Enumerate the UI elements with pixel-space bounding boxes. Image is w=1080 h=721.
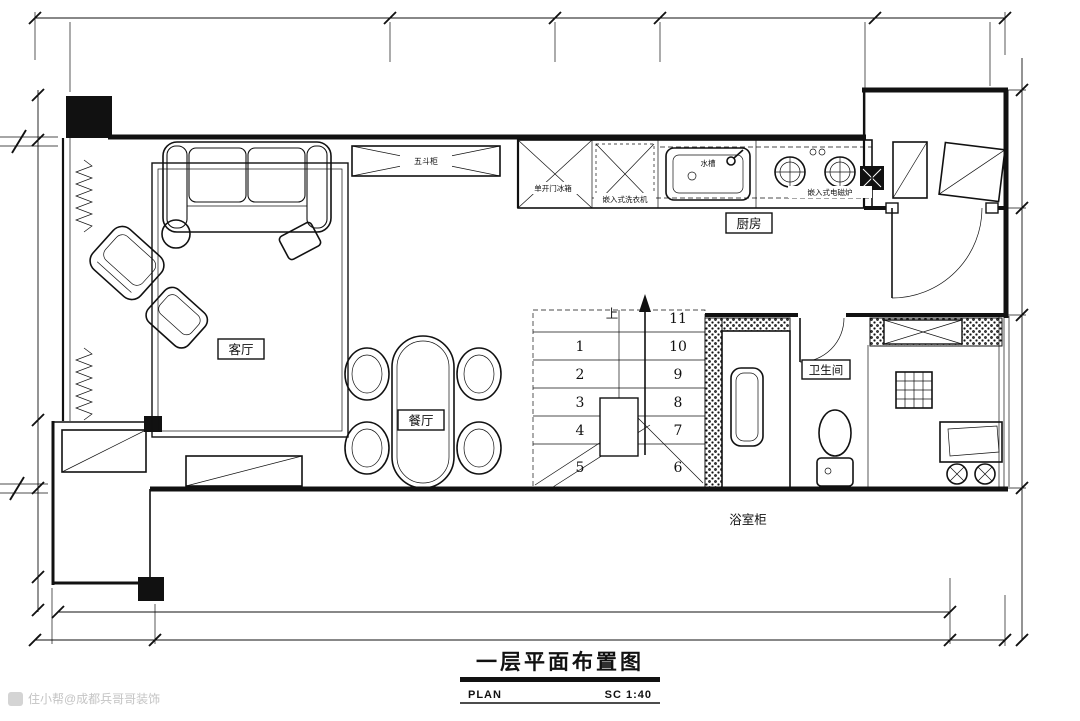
washing-machine: 嵌入式洗衣机: [594, 143, 656, 205]
refrigerator: 单开门冰箱: [517, 139, 593, 209]
entry-area: [891, 141, 1006, 299]
tiled-wall: [721, 317, 791, 332]
kitchen-label-box: [725, 212, 773, 234]
dining-area: 餐厅: [344, 335, 502, 489]
title-underline: [460, 677, 660, 682]
stair-landing: [599, 397, 639, 457]
chest-of-drawers: 五斗柜: [351, 145, 501, 177]
living-room-label: 客厅: [228, 342, 253, 357]
bathroom-label-box: [801, 359, 851, 380]
tv-cabinet: [185, 455, 303, 487]
drawing-title: 一层平面布置图: [476, 650, 644, 674]
ottoman: [161, 219, 191, 249]
stair-number: 11: [669, 311, 687, 327]
curtain-symbols: [75, 159, 93, 421]
vanity-label: 浴室柜: [729, 512, 767, 527]
column-bay-junction: [144, 416, 162, 432]
bay-window: [61, 429, 147, 473]
stair-number: 10: [669, 339, 687, 355]
dining-label: 餐厅: [408, 413, 433, 428]
tall-cabinet: [892, 141, 928, 199]
kitchen-label: 厨房: [736, 216, 761, 231]
shower-room: [721, 330, 791, 490]
entry-door: [891, 207, 983, 299]
stair-number: 3: [576, 395, 585, 411]
stair-number: 1: [576, 339, 585, 355]
cooktop-label: 嵌入式电磁炉: [808, 187, 853, 197]
kitchen-counter: [517, 139, 873, 209]
column-top-left: [66, 96, 112, 138]
bathroom: 卫生间: [704, 316, 1010, 527]
stair-number: 8: [674, 395, 683, 411]
window-right: [998, 316, 1010, 487]
toilet: [816, 409, 854, 487]
chest-label: 五斗柜: [414, 156, 438, 166]
watermark-text: 住小帮@成都兵哥哥装饰: [28, 692, 160, 706]
column-bottom-left: [138, 577, 164, 601]
side-table: [278, 221, 322, 261]
sofa: [162, 141, 332, 233]
washing-machine-label: 嵌入式洗衣机: [603, 194, 648, 204]
induction-cooktop: 嵌入式电磁炉: [774, 148, 872, 198]
armchair: [89, 225, 165, 301]
watermark: 住小帮@成都兵哥哥装饰: [8, 692, 160, 706]
dining-table: [391, 335, 455, 489]
dining-chair: [344, 347, 390, 401]
dining-chair: [344, 421, 390, 475]
up-arrow: [639, 294, 651, 455]
title-block: 一层平面布置图 PLAN SC 1:40: [460, 650, 660, 704]
stair-number: 4: [576, 423, 585, 439]
scale-label: SC 1:40: [605, 689, 652, 701]
dining-chair: [456, 421, 502, 475]
stair-number: 9: [674, 367, 683, 383]
up-label: 上: [606, 307, 619, 321]
kitchen: 单开门冰箱 嵌入式洗衣机 水槽: [517, 139, 873, 234]
plan-label: PLAN: [468, 689, 502, 701]
kitchen-sink: 水槽: [665, 147, 751, 201]
stair-number: 5: [576, 460, 585, 476]
armchair: [145, 286, 209, 349]
faucet-icon: [726, 156, 736, 166]
stair-number: 2: [576, 367, 585, 383]
dimension-lines: [0, 11, 1029, 647]
rug: [151, 162, 349, 438]
watermark-logo: [8, 692, 23, 706]
tilted-cabinet: [938, 141, 1006, 203]
dining-chair: [456, 347, 502, 401]
window-seat: [61, 429, 147, 473]
dining-label-box: [397, 409, 445, 431]
vanity-counter: [869, 317, 1003, 347]
stair-number: 7: [674, 423, 683, 439]
door-jamb: [985, 202, 999, 214]
walls: [51, 87, 1009, 601]
stairs: 上 1 2 3 4 5 11 10 9 8 7 6: [532, 294, 706, 491]
stair-number: 6: [674, 460, 683, 476]
bathroom-door: [799, 317, 845, 363]
floor-drain: [895, 371, 933, 409]
refrigerator-label: 单开门冰箱: [534, 183, 572, 193]
living-room: 客厅: [89, 141, 349, 487]
bathroom-label: 卫生间: [809, 363, 844, 377]
tiled-wall: [704, 317, 723, 490]
living-room-label-box: [217, 338, 265, 360]
sink-label: 水槽: [701, 158, 716, 168]
laundry-unit: [939, 421, 1003, 485]
